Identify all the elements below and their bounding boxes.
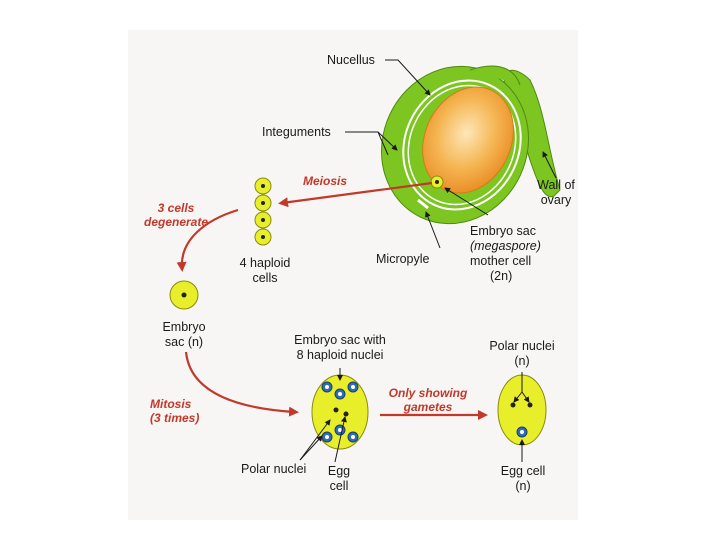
embryo-sac-cell [169,280,199,310]
label-integuments: Integuments [262,125,331,139]
label-meiosis: Meiosis [303,174,348,188]
label-4-haploid-cells: 4 haploid cells [239,256,291,285]
label-polar-nuclei: Polar nuclei [241,462,307,476]
eight-nuclei-pointers [299,368,347,463]
ovule-pointers [345,59,557,249]
label-egg-cell-n: Egg cell (n) [500,464,546,493]
label-mitosis: Mitosis (3 times) [150,397,200,425]
label-nucellus: Nucellus [327,53,375,67]
meiosis-arrow [278,181,433,208]
label-embryo-sac-mother-cell: Embryo sac (megaspore) mother cell (2n) [470,224,541,283]
label-eight-nuclei: Embryo sac with 8 haploid nuclei [294,333,386,362]
mitosis-arrow [184,351,299,417]
ovule [381,65,561,225]
four-haploid-cells [254,177,272,246]
label-wall-of-ovary: Wall of ovary [537,178,575,207]
label-embryo-sac-n: Embryo sac (n) [162,320,206,349]
eight-nuclei-sac [311,374,369,450]
gamete-pointers [513,372,530,462]
label-only-showing-gametes: Only showing gametes [388,386,468,414]
degenerate-arrow [176,208,239,272]
label-egg-cell: Egg cell [327,464,351,493]
label-polar-nuclei-n: Polar nuclei (n) [489,339,555,368]
label-micropyle: Micropyle [376,252,430,266]
label-3-cells-degenerate: 3 cells degenerate [143,201,209,229]
